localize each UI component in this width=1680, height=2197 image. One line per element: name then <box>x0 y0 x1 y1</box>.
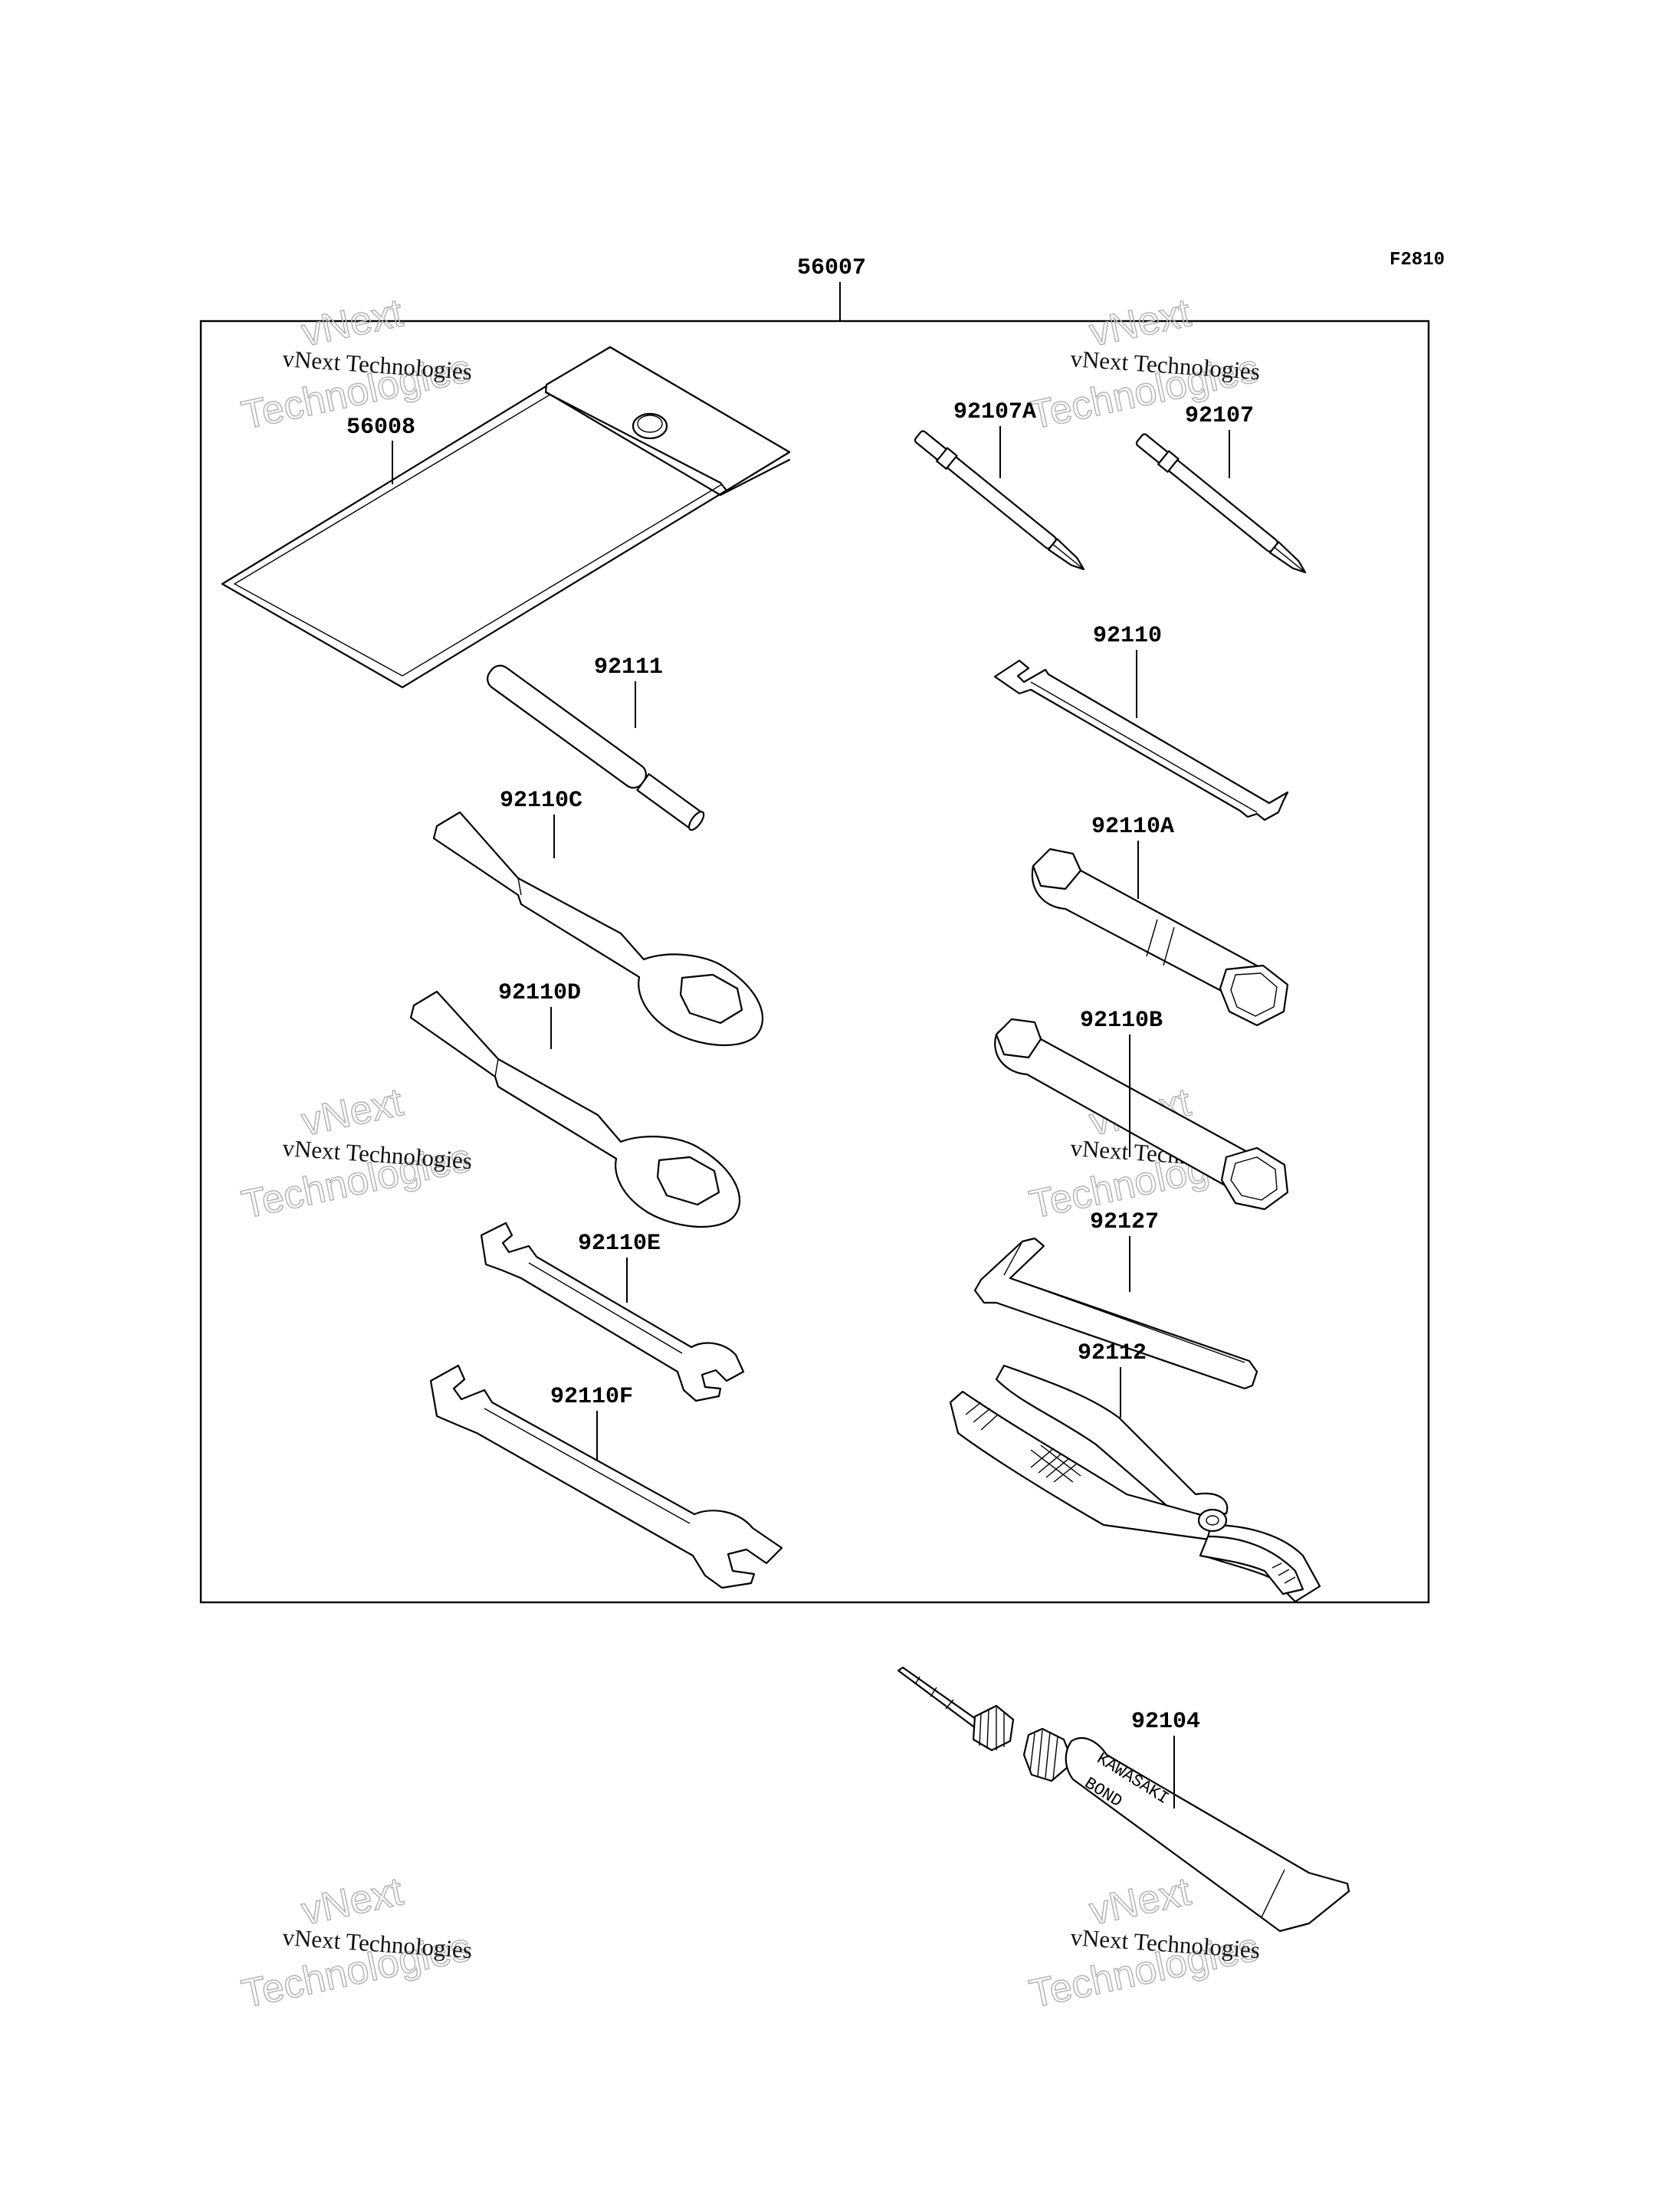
extension-bar-92111-drawing <box>487 664 705 831</box>
part-label-56008[interactable]: 56008 <box>346 415 415 441</box>
tool-bag-drawing <box>221 346 791 689</box>
svg-text:vNext: vNext <box>297 1080 407 1144</box>
part-label-92110D[interactable]: 92110D <box>498 980 581 1006</box>
part-label-92110E[interactable]: 92110E <box>578 1231 661 1257</box>
part-label-92111[interactable]: 92111 <box>594 654 663 680</box>
part-label-kit[interactable]: 56007 <box>797 255 866 281</box>
screwdriver-92107a-drawing <box>914 430 1085 571</box>
part-label-92110F[interactable]: 92110F <box>550 1384 633 1410</box>
svg-text:vNext: vNext <box>297 1869 407 1933</box>
flat-spanner-92110-drawing <box>993 659 1289 821</box>
watermark-middle-left: vNext Technologies vNext Technologies <box>238 1080 475 1228</box>
part-label-92107[interactable]: 92107 <box>1185 403 1254 429</box>
kit-frame <box>199 320 1430 1604</box>
screwdriver-92107-drawing <box>1135 433 1307 574</box>
box-spanner-92110a-drawing <box>1031 848 1289 1027</box>
open-wrench-92110f-drawing <box>429 1364 783 1589</box>
pliers-92112-drawing <box>949 1364 1321 1603</box>
part-label-92110[interactable]: 92110 <box>1093 623 1162 649</box>
svg-text:vNext: vNext <box>297 290 407 355</box>
part-label-92110C[interactable]: 92110C <box>500 788 582 814</box>
part-label-92107A[interactable]: 92107A <box>953 399 1036 425</box>
svg-text:vNext: vNext <box>1085 1869 1195 1933</box>
part-label-92110B[interactable]: 92110B <box>1080 1008 1163 1034</box>
part-label-92112[interactable]: 92112 <box>1078 1340 1147 1366</box>
part-label-92127[interactable]: 92127 <box>1090 1209 1159 1235</box>
svg-text:vNext: vNext <box>1085 290 1195 355</box>
hex-key-92127-drawing <box>973 1237 1258 1390</box>
ring-spanner-92110d-drawing <box>409 990 740 1228</box>
watermark-bottom-left: vNext Technologies vNext Technologies <box>238 1869 475 2018</box>
open-wrench-92110e-drawing <box>480 1221 745 1402</box>
figure-code: F2810 <box>1390 250 1445 271</box>
part-label-92104[interactable]: 92104 <box>1131 1709 1200 1735</box>
ring-spanner-92110c-drawing <box>432 811 763 1047</box>
part-label-92110A[interactable]: 92110A <box>1091 814 1174 840</box>
